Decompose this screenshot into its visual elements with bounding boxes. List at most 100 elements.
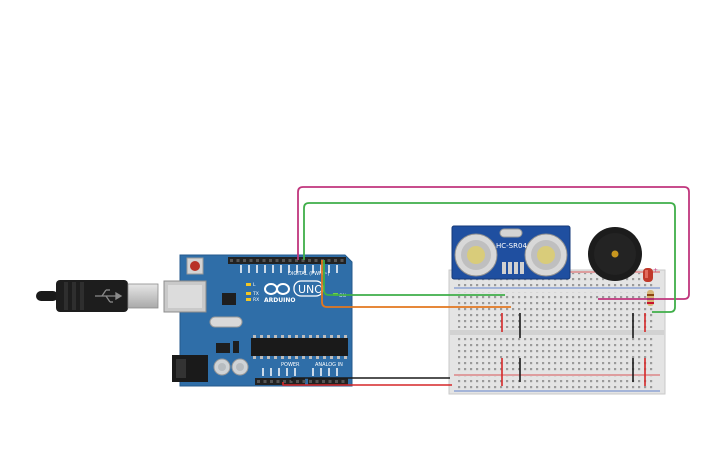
- breadboard-center-groove: [450, 330, 664, 335]
- tx-label: TX: [252, 291, 259, 297]
- hc-sr04-sensor[interactable]: HC-SR04: [451, 225, 571, 280]
- atmega-chip: [251, 338, 348, 356]
- pin: [344, 335, 347, 338]
- pin: [267, 356, 270, 359]
- led-tx-indicator: [246, 292, 251, 295]
- pin: [340, 259, 344, 262]
- pin: [270, 380, 273, 383]
- buzzer-plus-mark: +: [653, 267, 658, 274]
- pin: [296, 380, 299, 383]
- led[interactable]: [643, 268, 653, 282]
- pin: [281, 335, 284, 338]
- usb-chip: [222, 293, 236, 305]
- usb-cable-wire: [36, 291, 58, 301]
- pin: [253, 356, 256, 359]
- arduino-infinity-logo: [264, 283, 290, 295]
- chip-pins-top: [253, 335, 347, 338]
- buzzer-center: [611, 250, 619, 258]
- pin: [275, 259, 279, 262]
- pin: [302, 356, 305, 359]
- arduino-brand: ARDUINO: [264, 297, 295, 304]
- breadboard-jumpers: [501, 313, 646, 386]
- wire-red-5v: [282, 382, 452, 386]
- power-header: [255, 378, 305, 385]
- pin: [323, 335, 326, 338]
- pin: [316, 356, 319, 359]
- terminal-strip-bottom: [456, 337, 654, 373]
- pin: [262, 259, 266, 262]
- resistor[interactable]: [647, 290, 654, 306]
- l-label: L: [253, 282, 256, 288]
- led-rx-indicator: [246, 298, 251, 301]
- pin: [256, 259, 259, 262]
- pin: [230, 259, 233, 262]
- terminal-strip-top: [456, 292, 654, 328]
- pin: [334, 259, 337, 262]
- pin: [328, 380, 332, 383]
- pin: [283, 380, 286, 383]
- pin: [267, 335, 270, 338]
- uno-label: UNO: [298, 283, 323, 296]
- rx-label: RX: [253, 297, 259, 303]
- sensor-label: HC-SR04: [496, 242, 527, 250]
- usb-plug-metal: [127, 283, 159, 309]
- pin: [249, 259, 253, 262]
- uno-badge: [293, 280, 324, 297]
- pin: [315, 380, 319, 383]
- pin: [253, 335, 256, 338]
- pin: [301, 259, 305, 262]
- pin: [263, 380, 267, 383]
- pin: [288, 356, 291, 359]
- wire-magenta: [297, 186, 690, 300]
- pin: [260, 356, 263, 359]
- pin: [269, 259, 272, 262]
- analog-label: ANALOG IN: [315, 362, 343, 368]
- pin: [282, 259, 285, 262]
- pin: [257, 380, 260, 383]
- pin-tick-labels: [240, 265, 338, 376]
- pin: [289, 380, 293, 383]
- crystal-oscillator: [209, 316, 243, 328]
- pin: [323, 356, 326, 359]
- pin: [302, 335, 305, 338]
- pin: [274, 356, 277, 359]
- digital-label: DIGITAL (PWM~): [288, 271, 330, 277]
- pin: [330, 356, 333, 359]
- on-label: ON: [339, 293, 346, 299]
- pin: [322, 380, 325, 383]
- led-l-indicator: [246, 283, 251, 286]
- wire-black-gnd: [291, 377, 450, 381]
- usb-cable: [36, 280, 159, 312]
- wire-orange: [321, 260, 511, 308]
- pin: [288, 259, 292, 262]
- pin: [316, 335, 319, 338]
- pin: [274, 335, 277, 338]
- piezo-buzzer[interactable]: +: [588, 227, 658, 281]
- pin: [295, 356, 298, 359]
- bottom-pins: [257, 380, 345, 383]
- wire-green-short: [323, 260, 505, 296]
- pin: [309, 335, 312, 338]
- pin: [327, 259, 331, 262]
- pin: [337, 335, 340, 338]
- bottom-rail-holes: [456, 376, 654, 390]
- analog-header: [308, 378, 348, 385]
- pin: [281, 356, 284, 359]
- pin: [344, 356, 347, 359]
- pin: [302, 380, 306, 383]
- pin: [335, 380, 338, 383]
- pin: [288, 335, 291, 338]
- power-label: POWER: [281, 362, 300, 368]
- pin: [308, 259, 311, 262]
- pin: [309, 380, 312, 383]
- arduino-uno-board[interactable]: DIGITAL (PWM~) L TX RX ON ARDUINO UNO PO…: [163, 254, 353, 387]
- pin: [243, 259, 246, 262]
- wires: [282, 186, 690, 386]
- pin: [341, 380, 345, 383]
- usb-icon: [95, 289, 123, 303]
- pin: [236, 259, 240, 262]
- digital-header: [228, 257, 346, 264]
- chip-pins-bottom: [253, 356, 347, 359]
- pin: [295, 335, 298, 338]
- pin: [295, 259, 298, 262]
